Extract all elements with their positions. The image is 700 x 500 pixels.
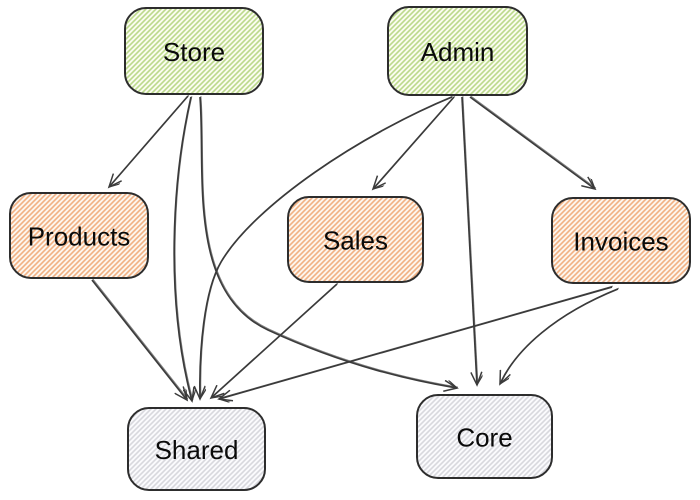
node-sales-label: Sales (323, 226, 388, 256)
edge-line-sketch (200, 96, 458, 388)
edge-invoices-core (500, 287, 620, 384)
edge-line (173, 96, 192, 401)
edge-store-products (109, 94, 190, 187)
node-admin-label: Admin (421, 37, 495, 67)
edge-line-sketch (92, 278, 189, 400)
edge-line-sketch (109, 94, 190, 187)
node-products-label: Products (28, 222, 131, 252)
edge-admin-core (461, 96, 479, 385)
edge-line-sketch (174, 95, 194, 401)
node-sales: Sales (287, 196, 424, 283)
node-products-box (9, 192, 149, 279)
edge-invoices-shared (219, 285, 614, 399)
edge-line (500, 288, 619, 384)
edge-line (91, 279, 187, 400)
node-invoices-box (551, 197, 691, 284)
node-store-label: Store (163, 37, 225, 67)
edge-admin-sales (373, 95, 456, 189)
edge-layer (91, 94, 620, 401)
edge-line-sketch (219, 285, 614, 399)
edge-store-shared (173, 95, 194, 401)
node-admin: Admin (387, 6, 528, 96)
node-shared-label: Shared (155, 435, 239, 465)
edge-line-sketch (470, 95, 597, 189)
node-admin-box (387, 6, 528, 96)
edge-line-sketch (373, 95, 456, 189)
node-shared-box (127, 407, 266, 491)
node-products: Products (9, 192, 149, 279)
node-shared: Shared (127, 407, 266, 491)
edge-line (199, 96, 457, 388)
node-invoices: Invoices (551, 197, 691, 284)
node-store: Store (124, 7, 264, 95)
edge-store-core (199, 96, 458, 388)
node-core: Core (416, 394, 553, 479)
edge-admin-invoices (469, 95, 597, 189)
node-core-box (416, 394, 553, 479)
node-invoices-label: Invoices (573, 227, 668, 257)
node-core-label: Core (456, 423, 512, 453)
edge-line-sketch (200, 95, 454, 399)
edge-line-sketch (211, 282, 339, 398)
edge-admin-shared (200, 95, 454, 399)
edge-line (219, 286, 613, 399)
edge-line (461, 96, 477, 385)
edge-line-sketch (462, 96, 479, 385)
edge-line-sketch (500, 287, 620, 384)
node-store-box (124, 7, 264, 95)
edge-line (469, 96, 595, 189)
edge-sales-shared (211, 282, 339, 398)
edge-products-shared (91, 278, 189, 400)
node-sales-box (287, 196, 424, 283)
